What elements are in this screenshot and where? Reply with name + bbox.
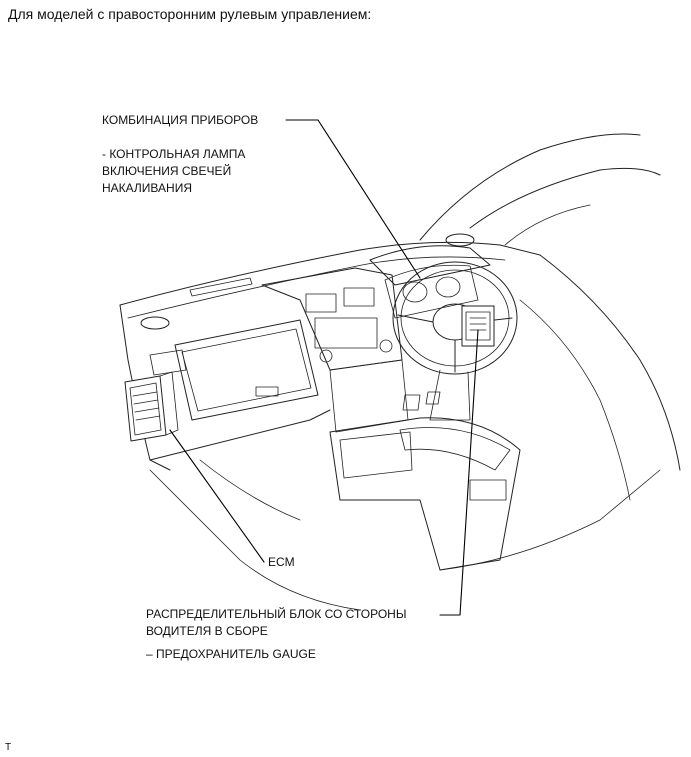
junction-block-face [465, 311, 491, 341]
center-vent-right [343, 287, 375, 307]
callout-cluster-sub-line: - КОНТРОЛЬНАЯ ЛАМПА [102, 147, 246, 161]
callout-junction-block-line: РАСПРЕДЕЛИТЕЛЬНЫЙ БЛОК СО СТОРОНЫ [146, 607, 407, 621]
console-rear-vent [469, 479, 507, 501]
pedal-1 [402, 394, 421, 411]
cluster-gauge-1 [402, 281, 428, 303]
steering-column [429, 369, 471, 421]
callout-junction-block-sub: – ПРЕДОХРАНИТЕЛЬ GAUGE [146, 647, 316, 661]
callout-cluster-sub-line: НАКАЛИВАНИЯ [102, 181, 192, 195]
glove-box [174, 319, 319, 421]
glove-box-handle [255, 386, 279, 397]
leader-cluster [285, 119, 421, 279]
glove-box-inner [181, 328, 312, 412]
floor-left [149, 469, 361, 611]
dashboard-top [119, 241, 541, 306]
page-title: Для моделей с правосторонним рулевым упр… [8, 6, 372, 22]
steering-wheel-outer [392, 261, 518, 375]
callout-cluster-title: КОМБИНАЦИЯ ПРИБОРОВ [102, 113, 259, 127]
center-display [314, 317, 378, 349]
callout-junction-block-line: ВОДИТЕЛЯ В СБОРЕ [146, 624, 268, 638]
defroster-vent [189, 277, 253, 297]
callout-cluster-sub-line: ВКЛЮЧЕНИЯ СВЕЧЕЙ [102, 164, 232, 178]
dashboard-lower-edge [149, 409, 331, 461]
cluster-face [384, 264, 479, 319]
door-right-inner [519, 299, 631, 501]
callout-ecm-title: ECM [268, 555, 295, 569]
speaker-right [445, 233, 475, 247]
callout-junction-block-title: РАСПРЕДЕЛИТЕЛЬНЫЙ БЛОК СО СТОРОНЫ ВОДИТЕ… [146, 606, 406, 640]
side-vent [149, 349, 187, 376]
door-right [539, 254, 681, 471]
floor-mid [199, 459, 301, 521]
ecm-unit-ribs [132, 391, 161, 421]
speaker-left [140, 316, 170, 330]
leader-junction-block [439, 329, 479, 616]
console-armrest [399, 427, 511, 471]
cluster-hood [369, 245, 491, 286]
pedal-2 [425, 391, 441, 405]
floor-right [439, 469, 661, 571]
dashboard-top-inner [127, 256, 506, 319]
steering-spoke-left [397, 314, 434, 323]
knob-right [379, 339, 393, 353]
ecm-unit-face [129, 382, 162, 436]
a-pillar-inner [504, 204, 591, 246]
callout-cluster-sub: - КОНТРОЛЬНАЯ ЛАМПА ВКЛЮЧЕНИЯ СВЕЧЕЙ НАК… [102, 146, 245, 197]
console-bin [339, 431, 413, 479]
center-vent-left [305, 293, 337, 313]
leader-ecm [169, 429, 265, 563]
knob-left [319, 349, 333, 363]
windshield-edge [419, 133, 641, 241]
a-pillar [469, 167, 661, 229]
cluster-gauge-2 [435, 276, 461, 298]
ecm-unit [124, 375, 167, 442]
footer-mark: T [5, 742, 12, 753]
junction-block [461, 305, 495, 347]
